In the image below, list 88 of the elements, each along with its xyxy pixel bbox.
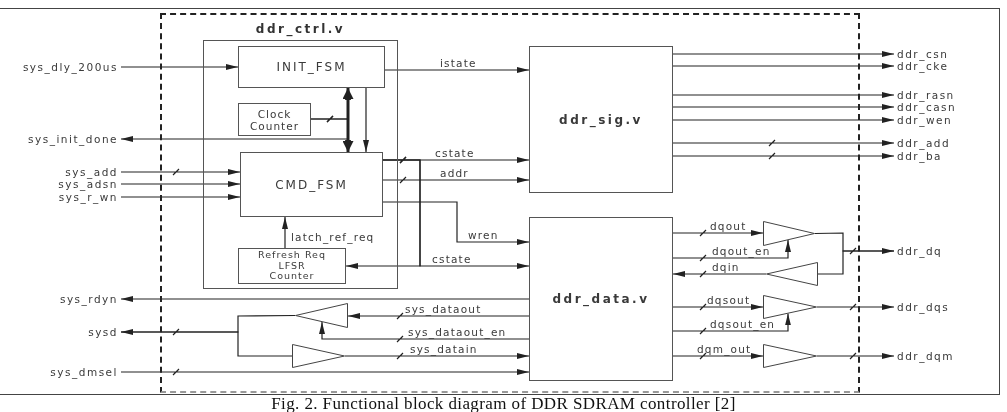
connector-line (120, 331, 293, 357)
signal-name: sysd (88, 326, 118, 338)
module-box (529, 46, 673, 193)
buffer-triangle (763, 221, 815, 246)
arrow (672, 152, 895, 160)
module-box (238, 103, 311, 136)
arrow (347, 312, 530, 320)
arrow (310, 115, 351, 153)
buffer-triangle (763, 344, 817, 368)
edge-label: latch_ref_req (291, 231, 375, 243)
arrow (672, 303, 764, 311)
figure-caption: Fig. 2. Functional block diagram of DDR SDRAM controller [2] (271, 396, 736, 412)
buffer-triangle (292, 344, 345, 368)
signal-name: sys_r_wn (58, 191, 118, 203)
arrow (816, 303, 895, 311)
edge-label: wren (468, 229, 499, 241)
module-box (529, 217, 673, 381)
arrow (120, 168, 241, 176)
arrow (382, 201, 530, 245)
arrow (384, 67, 530, 73)
arrow (120, 181, 241, 187)
signal-name: ddr_csn (897, 48, 949, 60)
module-name: INIT_FSM (276, 60, 347, 74)
signal-name: sys_add (65, 166, 118, 178)
edge-label: sys_dataout_en (408, 326, 507, 338)
signal-name: ddr_dqs (897, 301, 950, 313)
edge-label: dqin (712, 261, 740, 273)
signal-name: sys_dly_200us (22, 61, 118, 73)
edge-label: dqsout (707, 294, 751, 306)
buffer-triangle (766, 262, 818, 286)
signal-name: ddr_add (897, 137, 951, 149)
module-name: ddr_ctrl.v (255, 22, 346, 36)
connector-line (817, 250, 895, 275)
arrow (672, 229, 764, 237)
arrow (382, 176, 530, 184)
signal-name: ddr_wen (897, 114, 953, 126)
signal-name: ddr_dqm (897, 350, 954, 362)
edge-label: istate (440, 57, 477, 69)
buffer-triangle (763, 295, 817, 319)
signal-name: sys_dmsel (50, 366, 118, 378)
edge-label: cstate (435, 147, 475, 159)
module-box (240, 152, 383, 217)
edge-label: sys_dataout (405, 303, 482, 315)
signal-name: sys_adsn (58, 178, 118, 190)
signal-name: sys_init_done (28, 133, 118, 145)
edge-label: sys_datain (410, 343, 478, 355)
edge-label: dqout (710, 220, 747, 232)
edge-label: dqm_out (697, 343, 752, 355)
signal-name: ddr_casn (897, 101, 957, 113)
arrow (672, 312, 791, 335)
arrow (345, 159, 421, 269)
arrow (120, 368, 530, 376)
arrow (672, 239, 791, 262)
arrow (120, 296, 530, 302)
module-name: Refresh Req LFSR Counter (257, 250, 327, 282)
edge-label: cstate (432, 253, 472, 265)
arrow (672, 139, 895, 147)
dashed-boundary (160, 13, 860, 393)
module-name: ddr_data.v (552, 292, 650, 306)
signal-name: ddr_ba (897, 150, 942, 162)
arrow (672, 117, 895, 123)
arrow (672, 352, 764, 360)
arrow (672, 51, 895, 57)
double-arrow (342, 88, 354, 152)
edge-label: dqout_en (712, 245, 771, 257)
arrow (672, 270, 767, 278)
arrow (672, 63, 895, 69)
edge-label: addr (440, 167, 469, 179)
arrow (120, 64, 239, 70)
module-box (238, 248, 346, 284)
arrow (672, 92, 895, 98)
arrow (120, 194, 241, 200)
buffer-triangle (295, 303, 348, 328)
signal-name: ddr_rasn (897, 89, 955, 101)
signal-name: sys_rdyn (59, 293, 118, 305)
arrow (816, 352, 895, 360)
edge-label: dqsout_en (710, 318, 776, 330)
arrow (319, 321, 530, 343)
module-name: ddr_sig.v (559, 112, 643, 127)
arrow (344, 352, 530, 360)
arrow (282, 216, 288, 249)
module-box (238, 46, 385, 88)
module-name: CMD_FSM (275, 177, 348, 192)
arrow (672, 104, 895, 110)
signal-name: ddr_dq (897, 245, 943, 257)
signal-name: ddr_cke (897, 60, 949, 72)
arrow (363, 87, 369, 153)
module-name: Clock Counter (249, 107, 300, 132)
